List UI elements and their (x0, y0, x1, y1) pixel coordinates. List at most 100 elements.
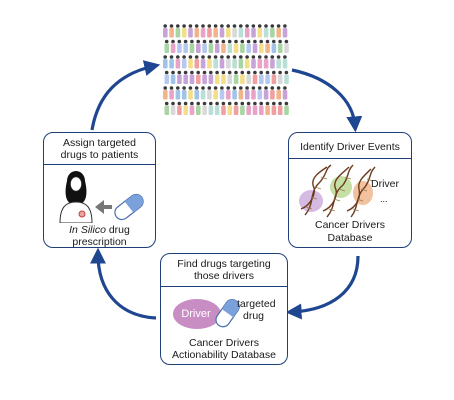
person-figure (277, 70, 283, 84)
person-figure (202, 39, 207, 53)
driver-pill-icon (173, 299, 221, 329)
person-figure (252, 39, 258, 53)
person-figure (244, 55, 250, 69)
person-figure (227, 39, 233, 53)
person-figure (214, 39, 220, 53)
find-title-line1: Find drugs targeting (177, 258, 271, 270)
person-figure (263, 55, 269, 69)
arrow-assign-to-crowd (90, 60, 161, 131)
person-figure (226, 24, 231, 38)
person-figure (263, 86, 269, 100)
driver-pill-label: Driver (181, 308, 211, 320)
patient-silhouette-icon (59, 171, 93, 223)
person-figure (265, 101, 270, 115)
person-figure (214, 70, 220, 84)
person-figure (251, 55, 256, 69)
person-figure (252, 101, 258, 115)
person-figure (226, 86, 231, 100)
person-figure (207, 55, 212, 69)
person-figure (276, 86, 281, 100)
person-figure (221, 101, 226, 115)
assign-caption-line2: prescription (72, 236, 127, 248)
person-figure (251, 24, 256, 38)
person-figure (213, 86, 218, 100)
person-figure (227, 101, 233, 115)
person-figure (194, 24, 200, 38)
capsule-icon (215, 299, 240, 328)
targeted-drug-line1: targeted (237, 298, 276, 310)
person-figure (257, 86, 263, 100)
person-figure (177, 39, 182, 53)
person-figure (227, 70, 233, 84)
person-figure (265, 70, 270, 84)
assign-title-line2: drugs to patients (60, 149, 139, 161)
capsule-icon (114, 193, 144, 221)
assign-title-line1: Assign targeted (63, 137, 136, 149)
dna-helix-icon (299, 164, 376, 218)
person-figure (259, 70, 264, 84)
person-figure (257, 24, 263, 38)
person-figure (202, 101, 207, 115)
find-caption-line1: Cancer Drivers (188, 337, 259, 349)
person-figure (271, 70, 277, 84)
driver-label: Driver (371, 178, 399, 190)
person-figure (238, 24, 244, 38)
person-figure (181, 86, 187, 100)
person-figure (221, 39, 226, 53)
find-caption-line2: Actionability Database (172, 349, 276, 361)
person-figure (213, 55, 218, 69)
person-figure (214, 101, 220, 115)
person-figure (265, 39, 270, 53)
person-figure (284, 39, 289, 53)
person-figure (200, 24, 206, 38)
person-figure (259, 39, 264, 53)
person-figure (175, 86, 181, 100)
person-figure (175, 24, 181, 38)
person-figure (196, 39, 201, 53)
person-figure (252, 70, 258, 84)
person-figure (188, 24, 193, 38)
person-figure (170, 101, 176, 115)
person-figure (226, 55, 231, 69)
person-figure (169, 55, 174, 69)
person-figure (271, 39, 277, 53)
person-figure (202, 70, 207, 84)
person-figure (233, 70, 239, 84)
person-figure (232, 86, 237, 100)
person-figure (164, 39, 170, 53)
patient-population-crowd (163, 24, 289, 115)
targeted-drug-line2: drug (243, 310, 265, 322)
person-figure (257, 55, 263, 69)
person-figure (177, 101, 182, 115)
person-figure (189, 101, 195, 115)
person-figure (181, 24, 187, 38)
person-figure (284, 101, 289, 115)
person-figure (233, 39, 239, 53)
person-figure (284, 70, 289, 84)
person-figure (196, 101, 201, 115)
person-figure (270, 55, 275, 69)
person-figure (246, 70, 251, 84)
person-figure (276, 24, 281, 38)
person-figure (208, 101, 214, 115)
person-figure (170, 39, 176, 53)
person-figure (277, 39, 283, 53)
arrow-find-to-assign (90, 247, 157, 320)
person-figure (183, 101, 188, 115)
person-figure (207, 24, 212, 38)
person-figure (163, 86, 168, 100)
assign-divider (44, 164, 155, 165)
person-figure (259, 101, 264, 115)
person-figure (232, 24, 237, 38)
person-figure (277, 101, 283, 115)
arrow-crowd-to-identify (291, 68, 363, 133)
person-figure (200, 55, 206, 69)
person-figure (163, 55, 168, 69)
find-divider (161, 286, 287, 287)
driver-ellipsis: ... (380, 194, 388, 204)
person-figure (240, 39, 245, 53)
person-figure (213, 24, 218, 38)
person-figure (238, 86, 244, 100)
person-figure (282, 86, 288, 100)
